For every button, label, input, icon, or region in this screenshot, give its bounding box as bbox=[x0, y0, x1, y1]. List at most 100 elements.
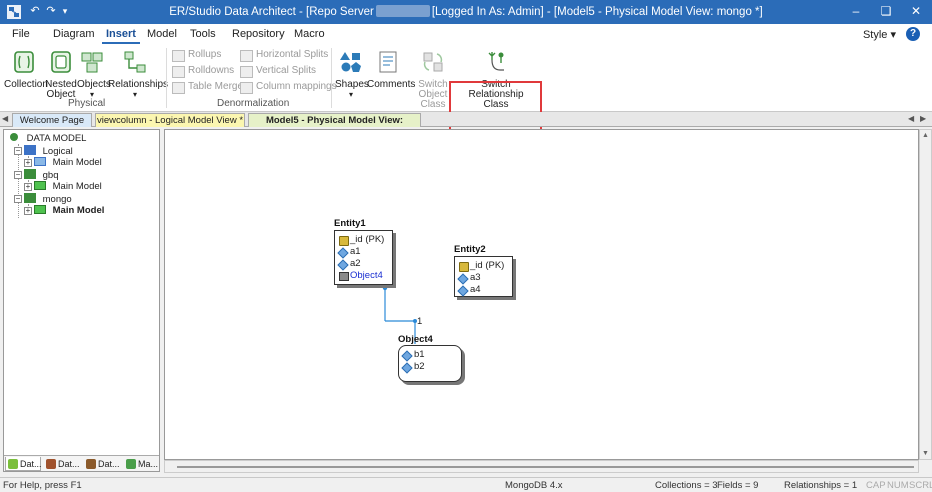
object4-attr-b1[interactable]: b1 bbox=[402, 349, 425, 361]
explorer-tab-data-lineage[interactable]: Dat... bbox=[44, 457, 82, 471]
entity2-attr-a3[interactable]: a3 bbox=[458, 272, 481, 284]
switch-object-class-button[interactable]: Switch Object Class bbox=[410, 50, 456, 110]
comments-button[interactable]: Comments bbox=[367, 50, 415, 90]
tab-scroll-left-icon[interactable]: ◀ bbox=[908, 114, 915, 123]
submodel-icon bbox=[34, 157, 46, 166]
collapse-icon[interactable]: − bbox=[14, 170, 22, 179]
explorer-tab-macros[interactable]: Ma... bbox=[124, 457, 158, 471]
explorer-tab-data-dictionary[interactable]: Dat... bbox=[84, 457, 122, 471]
object4-box[interactable]: b1 b2 bbox=[398, 345, 462, 382]
relationship-line[interactable] bbox=[165, 130, 920, 461]
app-icon bbox=[7, 5, 21, 19]
relationships-icon bbox=[124, 51, 146, 73]
shapes-icon bbox=[340, 52, 361, 72]
tree-item-logical-main-model[interactable]: Main Model bbox=[34, 157, 102, 169]
scroll-down-icon[interactable]: ▼ bbox=[922, 450, 929, 457]
group-label-physical: Physical bbox=[68, 98, 106, 109]
menu-macro[interactable]: Macro bbox=[294, 28, 325, 40]
explorer-tabs: Dat... Dat... Dat... Ma... bbox=[4, 455, 159, 471]
undo-icon[interactable]: ↶ bbox=[30, 5, 40, 17]
ribbon-insert: Collection Nested Object Objects ▾ Relat… bbox=[0, 44, 932, 144]
objects-button[interactable]: Objects ▾ bbox=[77, 50, 111, 100]
status-relationships: Relationships = 1 bbox=[784, 480, 858, 491]
close-button[interactable]: ✕ bbox=[910, 4, 922, 18]
tree-item-gbq[interactable]: gbq bbox=[24, 169, 59, 181]
diagram-canvas[interactable]: 1 Entity1 _id (PK) a1 a2 Object4 Entity2… bbox=[164, 129, 919, 460]
switch-relationship-class-icon bbox=[488, 52, 504, 71]
quick-access-dropdown-icon[interactable]: ▾ bbox=[62, 6, 68, 16]
status-num: NUM bbox=[887, 480, 909, 491]
group-separator bbox=[166, 48, 167, 108]
document-tab-bar: ◀ Welcome Page viewcolumn - Logical Mode… bbox=[0, 112, 932, 139]
cardinality-label: 1 bbox=[417, 316, 423, 327]
redo-icon[interactable]: ↷ bbox=[46, 5, 56, 17]
rollups-button[interactable]: Rollups bbox=[172, 48, 221, 62]
nested-object-button[interactable]: Nested Object bbox=[45, 50, 77, 100]
switch-object-class-icon bbox=[423, 52, 443, 72]
explorer-tab-data-model[interactable]: Dat... bbox=[5, 457, 42, 471]
scrollbar-thumb[interactable] bbox=[177, 466, 914, 468]
style-menu[interactable]: Style ▾ bbox=[862, 29, 896, 41]
collapse-icon[interactable]: − bbox=[14, 146, 22, 155]
tab-scroll-left-icon[interactable]: ◀ bbox=[2, 114, 9, 123]
scroll-up-icon[interactable]: ▲ bbox=[922, 132, 929, 139]
table-merges-button[interactable]: Table Merges bbox=[172, 80, 248, 94]
vertical-scrollbar[interactable]: ▲ ▼ bbox=[919, 129, 932, 460]
entity1-attr-a2[interactable]: a2 bbox=[338, 258, 361, 270]
menu-tools[interactable]: Tools bbox=[190, 28, 216, 40]
vertical-splits-button[interactable]: Vertical Splits bbox=[240, 64, 316, 78]
horizontal-splits-button[interactable]: Horizontal Splits bbox=[240, 48, 328, 62]
column-mappings-button[interactable]: Column mappings bbox=[240, 80, 337, 94]
status-scrl: SCRL bbox=[909, 480, 932, 491]
entity2-attr-a4[interactable]: a4 bbox=[458, 284, 481, 296]
switch-relationship-class-button[interactable]: Switch Relationship Class bbox=[456, 50, 536, 110]
restore-button[interactable]: ❏ bbox=[880, 4, 892, 18]
entity2-attr-id[interactable]: _id (PK) bbox=[458, 260, 504, 272]
entity1-box[interactable]: _id (PK) a1 a2 Object4 bbox=[334, 230, 393, 285]
physical-model-icon bbox=[24, 169, 36, 179]
menu-insert[interactable]: Insert bbox=[102, 28, 140, 44]
entity1-attr-a1[interactable]: a1 bbox=[338, 246, 361, 258]
menu-diagram[interactable]: Diagram bbox=[53, 28, 95, 40]
data-model-explorer: DATA MODEL − Logical + Main Model − gbq … bbox=[3, 129, 160, 472]
object4-attr-b2[interactable]: b2 bbox=[402, 361, 425, 373]
object4-title[interactable]: Object4 bbox=[398, 334, 433, 345]
group-label-denormalization: Denormalization bbox=[217, 98, 290, 109]
minimize-button[interactable]: – bbox=[852, 4, 860, 18]
submodel-icon bbox=[34, 181, 46, 190]
relationships-button[interactable]: Relationships ▾ bbox=[108, 50, 168, 100]
entity2-title[interactable]: Entity2 bbox=[454, 244, 486, 255]
title-bar: ↶ ↷ ▾ ER/Studio Data Architect - [Repo S… bbox=[0, 0, 932, 24]
submodel-icon bbox=[34, 205, 46, 214]
menu-repository[interactable]: Repository bbox=[232, 28, 285, 40]
help-icon[interactable]: ? bbox=[906, 27, 920, 41]
entity2-box[interactable]: _id (PK) a3 a4 bbox=[454, 256, 513, 297]
expand-icon[interactable]: + bbox=[24, 206, 32, 215]
expand-icon[interactable]: + bbox=[24, 182, 32, 191]
horizontal-scrollbar[interactable] bbox=[164, 460, 919, 473]
data-model-icon bbox=[10, 133, 18, 141]
entity1-title[interactable]: Entity1 bbox=[334, 218, 366, 229]
tab-scroll-right-icon[interactable]: ▶ bbox=[920, 114, 927, 123]
tab-logical-model-view[interactable]: viewcolumn - Logical Model View * bbox=[95, 113, 245, 127]
tab-physical-model-view[interactable]: Model5 - Physical Model View: mongo * bbox=[248, 113, 421, 139]
rolldowns-button[interactable]: Rolldowns bbox=[172, 64, 234, 78]
tree-item-logical[interactable]: Logical bbox=[24, 145, 73, 157]
tree-root[interactable]: DATA MODEL bbox=[10, 133, 86, 145]
group-separator bbox=[331, 48, 332, 108]
physical-model-icon bbox=[24, 193, 36, 203]
tab-welcome-page[interactable]: Welcome Page bbox=[12, 113, 92, 127]
tree-item-mongo[interactable]: mongo bbox=[24, 193, 72, 205]
tree-item-mongo-main-model[interactable]: Main Model bbox=[34, 205, 104, 217]
nested-object-icon bbox=[51, 51, 71, 73]
status-bar: For Help, press F1 MongoDB 4.x Collectio… bbox=[0, 477, 932, 492]
entity1-attr-id[interactable]: _id (PK) bbox=[338, 234, 384, 246]
shapes-button[interactable]: Shapes ▾ bbox=[335, 50, 369, 100]
entity1-attr-object4[interactable]: Object4 bbox=[338, 270, 383, 282]
collapse-icon[interactable]: − bbox=[14, 194, 22, 203]
menu-file[interactable]: File bbox=[12, 28, 30, 40]
tree-item-gbq-main-model[interactable]: Main Model bbox=[34, 181, 102, 193]
expand-icon[interactable]: + bbox=[24, 158, 32, 167]
menu-model[interactable]: Model bbox=[147, 28, 177, 40]
collection-button[interactable]: Collection bbox=[4, 50, 48, 90]
